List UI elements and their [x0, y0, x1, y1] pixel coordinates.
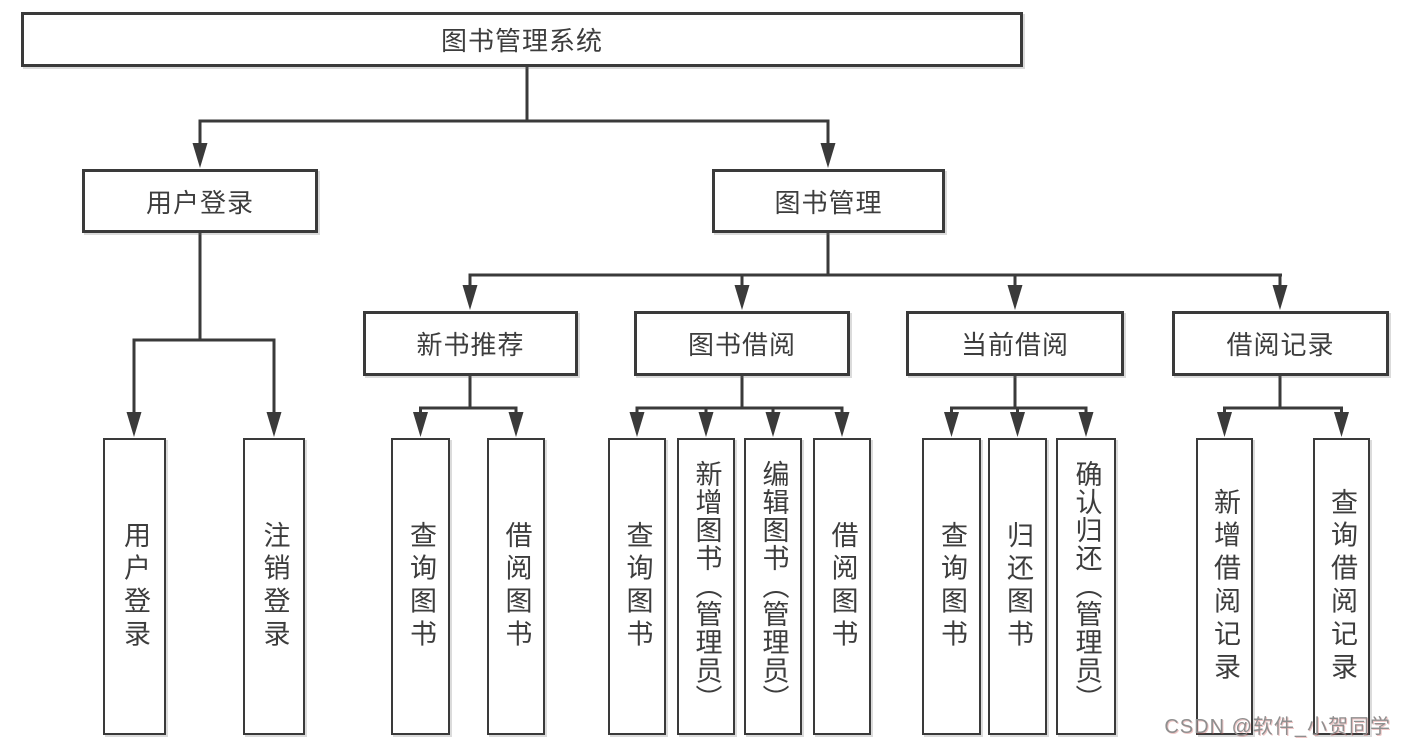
node-label: 借阅图书 — [827, 520, 858, 653]
node-current-borrowing: 当前借阅 — [906, 311, 1124, 376]
node-label: 注销登录 — [259, 520, 290, 653]
node-label: 新书推荐 — [416, 330, 525, 360]
leaf-borrow-books-2: 借阅图书 — [813, 438, 871, 735]
leaf-edit-book-admin: 编辑图书（管理员） — [744, 438, 802, 735]
node-label: 图书管理 — [774, 187, 883, 218]
node-borrowing-records: 借阅记录 — [1172, 311, 1389, 376]
leaf-user-login: 用户登录 — [103, 438, 166, 735]
leaf-add-book-admin: 新增图书（管理员） — [677, 438, 735, 735]
leaf-borrow-books-1: 借阅图书 — [487, 438, 545, 735]
node-library-management-system: 图书管理系统 — [21, 12, 1023, 67]
leaf-logout: 注销登录 — [243, 438, 305, 735]
node-label: 用户登录 — [120, 520, 150, 653]
node-label: 新增图书（管理员） — [691, 460, 722, 713]
node-label: 归还图书 — [1003, 520, 1033, 653]
leaf-add-borrow-record: 新增借阅记录 — [1196, 438, 1253, 735]
node-label: 确认归还（管理员） — [1071, 460, 1102, 713]
node-label: 当前借阅 — [960, 330, 1069, 360]
leaf-confirm-return-admin: 确认归还（管理员） — [1056, 438, 1116, 735]
leaf-query-books-1: 查询图书 — [391, 438, 450, 735]
node-label: 图书管理系统 — [440, 26, 603, 56]
node-user-login: 用户登录 — [82, 169, 318, 233]
leaf-query-borrow-record: 查询借阅记录 — [1313, 438, 1370, 735]
node-new-book-recommend: 新书推荐 — [363, 311, 578, 376]
node-label: 查询借阅记录 — [1327, 487, 1357, 686]
node-label: 编辑图书（管理员） — [758, 460, 789, 713]
csdn-watermark: CSDN @软件_小贺同学 — [1164, 716, 1391, 738]
node-label: 用户登录 — [145, 187, 254, 218]
node-book-borrowing: 图书借阅 — [634, 311, 850, 376]
node-label: 查询图书 — [406, 520, 436, 653]
node-label: 图书借阅 — [687, 330, 796, 360]
leaf-return-books: 归还图书 — [988, 438, 1047, 735]
node-label: 借阅记录 — [1226, 330, 1335, 360]
node-label: 查询图书 — [622, 520, 653, 653]
node-label: 查询图书 — [937, 520, 967, 653]
node-label: 新增借阅记录 — [1210, 487, 1240, 686]
node-book-management: 图书管理 — [712, 169, 945, 233]
node-label: 借阅图书 — [501, 520, 532, 653]
leaf-query-books-3: 查询图书 — [922, 438, 981, 735]
leaf-query-books-2: 查询图书 — [608, 438, 666, 735]
